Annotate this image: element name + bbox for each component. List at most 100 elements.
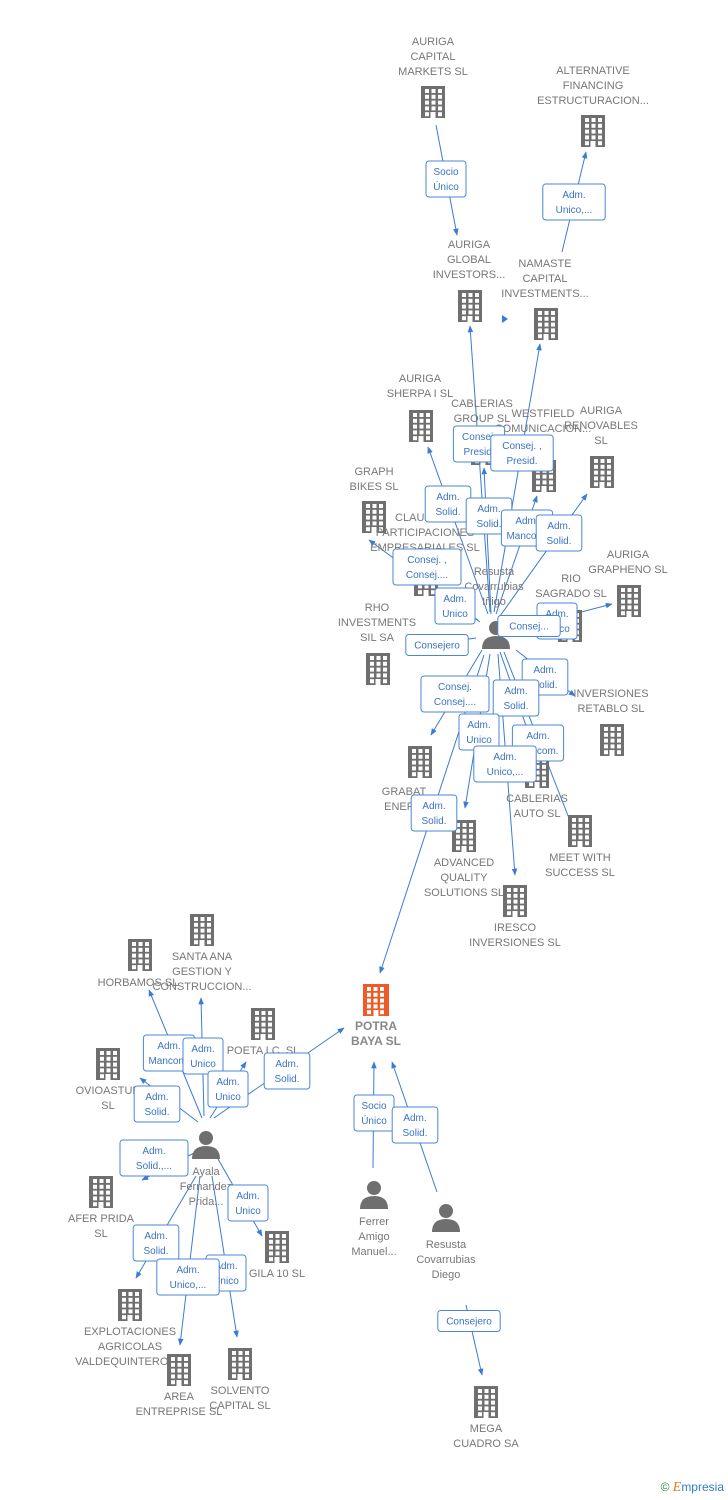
relationship-label[interactable]: Adm.Solid.,... [119, 1139, 189, 1177]
node-label: CAPITAL [410, 51, 455, 63]
node-label: RIO [561, 573, 581, 585]
node-namaste[interactable]: NAMASTECAPITALINVESTMENTS... [501, 258, 589, 340]
relationship-label[interactable]: Consej. ,Presid. [490, 434, 554, 472]
relationship-label[interactable]: Adm.Solid. [492, 679, 540, 717]
node-auriga-global[interactable]: AURIGAGLOBALINVESTORS... [433, 239, 506, 322]
node-label: Fernandez [180, 1181, 233, 1193]
node-alternative[interactable]: ALTERNATIVEFINANCINGESTRUCTURACION... [537, 65, 649, 147]
relationship-label-text: Adm. [526, 731, 549, 742]
node-label: AUTO SL [514, 808, 561, 820]
node-poeta[interactable]: POETA I.C. SL [227, 1008, 300, 1057]
node-label: Manuel... [351, 1246, 396, 1258]
relationship-label[interactable]: Adm.Solid. [535, 514, 583, 552]
building-icon [128, 939, 152, 971]
relationship-edge [493, 343, 542, 613]
relationship-label-text: Adm. [157, 1041, 180, 1052]
relationship-label[interactable]: Consej. ,Consej.... [392, 548, 462, 586]
building-icon [534, 308, 558, 340]
relationship-edge [467, 325, 491, 613]
relationship-label[interactable]: Adm.Solid. [132, 1224, 180, 1262]
node-label: SL [594, 435, 607, 447]
node-ferrer[interactable]: FerrerAmigoManuel... [351, 1181, 397, 1258]
building-icon [366, 653, 390, 685]
node-label: ENTREPRISE SL [136, 1406, 223, 1418]
node-label: MEET WITH [549, 852, 611, 864]
node-label: SIL SA [360, 632, 394, 644]
relationship-label[interactable]: Adm.Solid. [133, 1085, 181, 1123]
node-label: MARKETS SL [398, 66, 468, 78]
relationship-label[interactable]: Adm.Unico [458, 713, 500, 751]
building-icon [190, 914, 214, 946]
node-explotaciones[interactable]: EXPLOTACIONESAGRICOLASVALDEQUINTEROS... [75, 1289, 185, 1368]
node-label: AURIGA [399, 373, 442, 385]
relationship-label-text: Adm. [176, 1265, 199, 1276]
node-label: NAMASTE [518, 258, 571, 270]
relationship-label[interactable]: Adm.Unico [207, 1070, 249, 1108]
node-gila[interactable]: GILA 10 SL [249, 1231, 305, 1280]
relationship-label[interactable]: Adm.Solid. [424, 485, 472, 523]
node-ayala[interactable]: AyalaFernandezPrida... [180, 1131, 233, 1208]
node-label: RETABLO SL [577, 703, 644, 715]
brand-name: mpresia [681, 1480, 724, 1494]
relationship-label[interactable]: Adm.Solid. [263, 1052, 311, 1090]
relationship-label-text: Solid. [532, 680, 557, 691]
relationship-label[interactable]: Adm.Solid. [391, 1106, 439, 1144]
relationship-label-text: Consej.... [406, 570, 448, 581]
node-label: RENOVABLES [564, 420, 638, 432]
relationship-label[interactable]: Consej.Consej.... [420, 675, 490, 713]
node-label: Covarrubias [464, 581, 524, 593]
relationship-label-text: Solid. [476, 519, 501, 530]
relationship-label[interactable]: Adm.Unico [434, 587, 476, 625]
relationship-label-text: Solid. [421, 816, 446, 827]
node-label: SANTA ANA [172, 951, 233, 963]
relationship-label[interactable]: Consejero [405, 634, 469, 656]
relationship-label[interactable]: Adm.Unico [182, 1037, 224, 1075]
relationship-label-text: Unico,... [556, 205, 593, 216]
relationship-label-text: Unico [466, 735, 492, 746]
relationship-label[interactable]: Adm.Unico,... [156, 1258, 220, 1296]
building-icon [503, 885, 527, 917]
node-label: AURIGA [448, 239, 491, 251]
brand-initial: E [672, 1480, 682, 1495]
relationship-label[interactable]: Adm.Unico,... [473, 745, 537, 783]
relationship-label-text: Adm. [436, 492, 459, 503]
node-horbamos[interactable]: HORBAMOS SL [98, 939, 179, 989]
building-icon [617, 585, 641, 617]
relationship-label[interactable]: Adm.Unico,... [542, 183, 606, 221]
node-label: Ferrer [359, 1216, 389, 1228]
relationship-label-text: Solid. [402, 1128, 427, 1139]
relationship-label[interactable]: Consejero [437, 1310, 501, 1332]
relationship-label-text: Consej.... [434, 697, 476, 708]
relationship-label-text: Adm. [443, 594, 466, 605]
relationship-label[interactable]: Consej... [497, 615, 561, 637]
node-label: QUALITY [440, 872, 488, 884]
node-label: OVIOASTUR [76, 1085, 141, 1097]
relationship-label[interactable]: Adm.Mancom. [142, 1034, 196, 1072]
empresia-brand[interactable]: © Empresia [661, 1480, 724, 1496]
node-label: CABLERIAS [506, 793, 568, 805]
node-label: GESTION Y [172, 966, 232, 978]
relationship-label[interactable]: Adm.Solid. [410, 794, 458, 832]
relationship-label[interactable]: Adm.Unico [227, 1184, 269, 1222]
